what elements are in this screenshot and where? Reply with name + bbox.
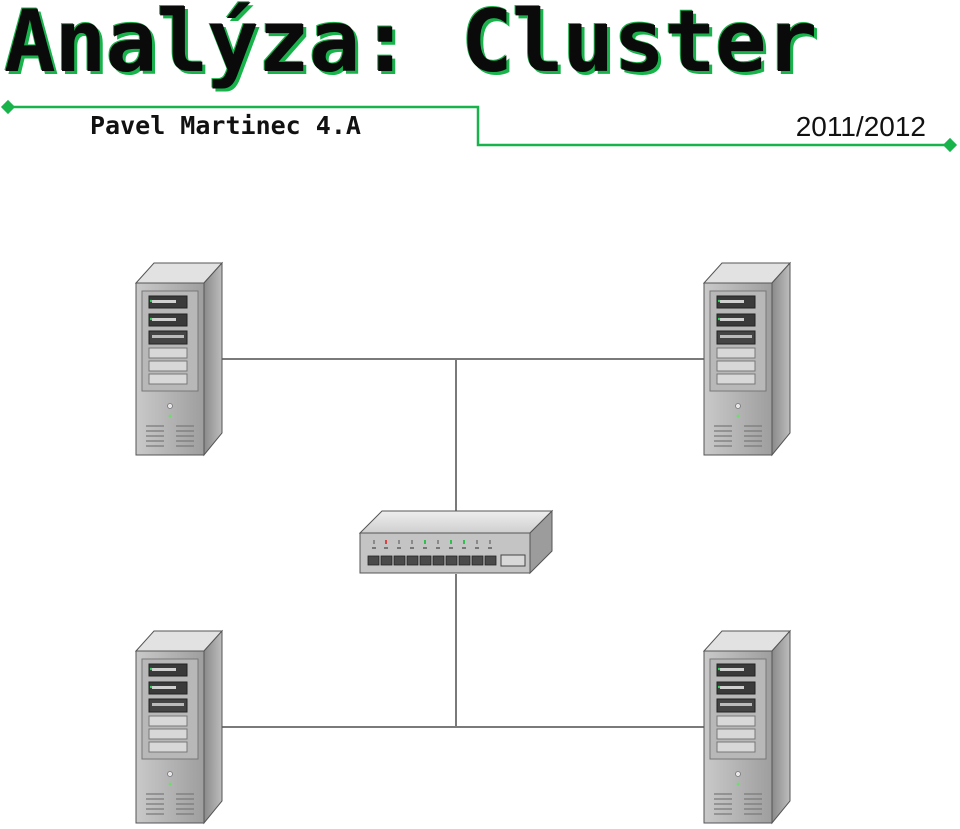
author-label: Pavel Martinec 4.A — [90, 111, 361, 140]
server-tower-icon — [135, 630, 223, 824]
server-tower-icon — [135, 262, 223, 456]
network-links — [212, 358, 706, 728]
page-title: Analýza: Cluster — [4, 0, 817, 92]
server-tower-icon — [703, 262, 791, 456]
year-label: 2011/2012 — [795, 111, 926, 142]
divider-diamond-right — [942, 137, 958, 153]
server-tower-icon — [703, 630, 791, 824]
header-divider — [0, 99, 958, 153]
network-switch-icon — [358, 509, 554, 575]
